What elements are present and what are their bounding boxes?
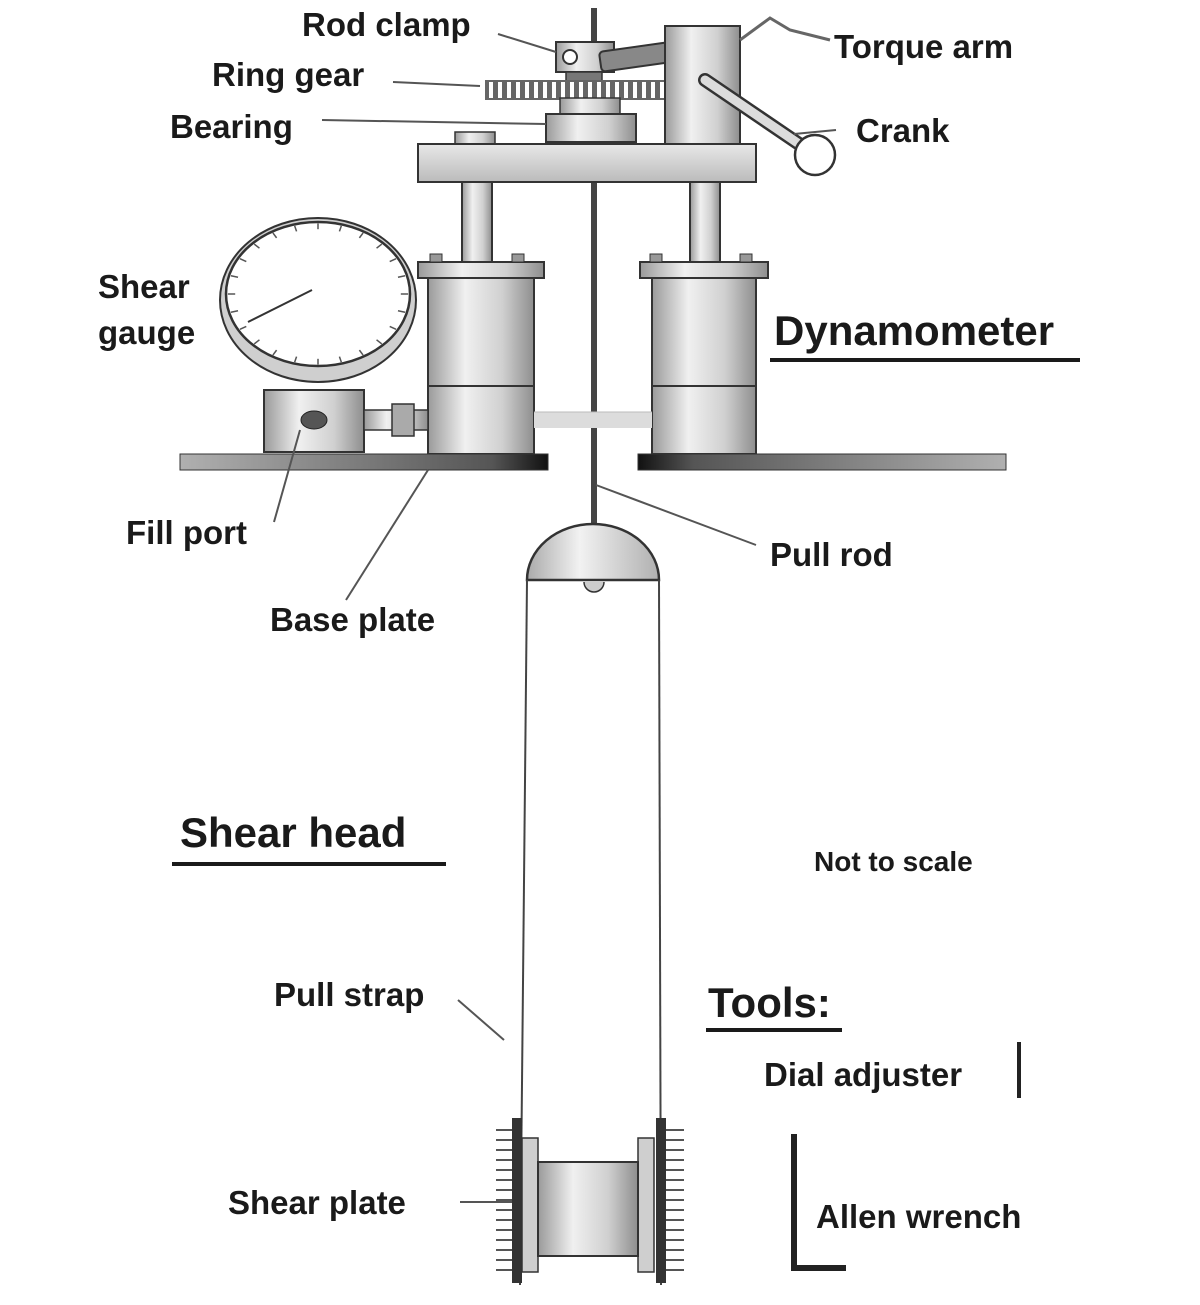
label-dial-adjuster: Dial adjuster [764,1056,963,1093]
label-crank: Crank [856,112,950,149]
dial-adjuster-tool [1017,1042,1021,1098]
underline-shear-head [172,862,446,866]
crank [698,73,837,177]
label-allen-wrench: Allen wrench [816,1198,1022,1235]
gauge-tick [239,258,247,263]
gear-tooth [570,82,574,98]
gear-tooth [561,82,565,98]
shear-head-dome [525,522,661,593]
dynamometer-cylinder-left [417,253,545,455]
gear-tooth [633,82,637,98]
gear-tooth [543,82,547,98]
gauge-tick [293,225,298,232]
label-dynamometer: Dynamometer [774,307,1055,354]
torque-arm [664,16,831,145]
gear-tooth [516,82,520,98]
gear-tooth [525,82,529,98]
allen-wrench-tool [791,1134,846,1271]
gauge-tick [338,225,343,232]
gauge-tick [358,349,364,356]
label-tools: Tools: [708,979,831,1026]
label-rod-clamp: Rod clamp [302,6,471,43]
gauge-tick [376,339,383,345]
label-ring-gear: Ring gear [212,56,365,93]
leader-lines [273,33,837,1203]
gauge-tick [389,325,397,330]
gauge-tick [376,243,383,249]
gear-tooth [579,82,583,98]
label-shear-plate: Shear plate [228,1184,406,1221]
top-plate [417,131,757,183]
gauge-tick [389,258,397,263]
gear-tooth [507,82,511,98]
gear-tooth [534,82,538,98]
gear-tooth [552,82,556,98]
gear-tooth [651,82,655,98]
gauge-tick [253,339,260,345]
gauge-tick [239,325,247,330]
gauge-tick [230,310,239,313]
gear-tooth [489,82,493,98]
label-bearing: Bearing [170,108,293,145]
ring-gear [485,71,665,117]
gear-tooth [597,82,601,98]
gauge-tick [230,275,239,278]
gauge-tick [338,356,343,363]
gear-tooth [498,82,502,98]
base-plate [179,453,1007,471]
label-shear-gauge: Shear gauge [98,268,196,351]
label-base-plate: Base plate [270,601,436,638]
bearing [545,113,637,143]
dynamometer-cylinder-right [639,253,769,455]
gauge-tick [397,310,406,313]
gear-tooth [624,82,628,98]
underline-dynamometer [770,358,1080,362]
label-fill-port: Fill port [126,514,247,551]
gear-tooth [615,82,619,98]
label-torque-arm: Torque arm [834,28,1014,65]
label-pull-strap: Pull strap [274,976,425,1013]
gauge-tick [272,232,278,239]
shear-plate [496,1118,684,1283]
underline-tools [706,1028,842,1032]
rod-clamp [555,41,672,73]
label-not-to-scale: Not to scale [814,846,973,877]
shear-gauge [219,217,429,453]
gauge-tick [272,349,278,356]
gear-tooth [606,82,610,98]
gear-tooth [642,82,646,98]
label-pull-rod: Pull rod [770,536,893,573]
gauge-tick [253,243,260,249]
cross-tube [534,411,652,428]
label-shear-head: Shear head [180,809,407,856]
gear-tooth [588,82,592,98]
gauge-tick [397,275,406,278]
gauge-tick [293,356,298,363]
gauge-tick [358,232,364,239]
pull-rod [591,8,597,523]
gear-tooth [660,82,664,98]
